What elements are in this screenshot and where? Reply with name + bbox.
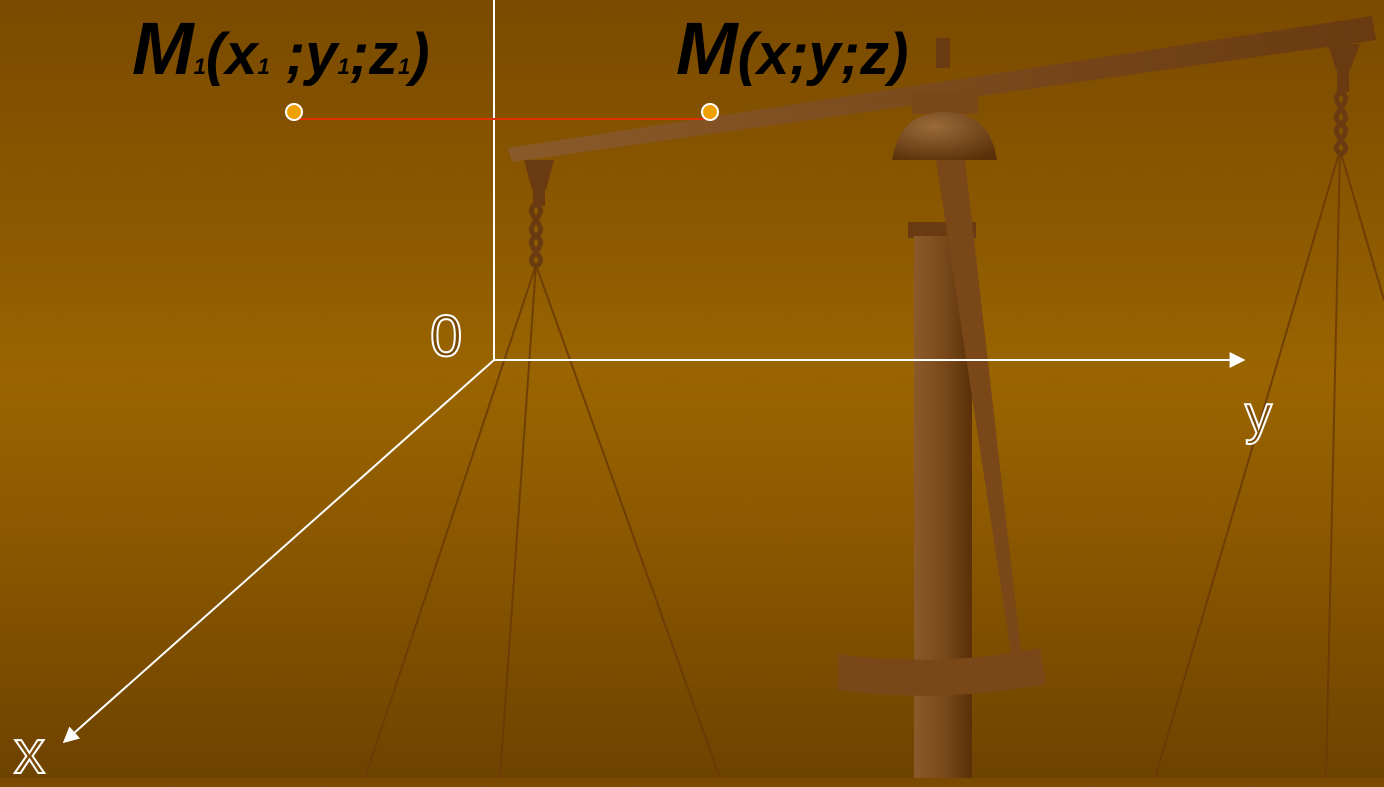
point-m: [701, 103, 719, 121]
m1-z: z: [369, 22, 399, 87]
point-m1: [285, 103, 303, 121]
balance-scale-icon: [364, 16, 1384, 778]
origin-label: 0: [429, 304, 463, 369]
m1-letter: M: [132, 7, 194, 90]
y-axis-label: y: [1244, 385, 1273, 445]
x-axis-label: x: [13, 718, 46, 787]
m1-close-paren: ): [410, 22, 430, 87]
m1-sep1: ;: [269, 22, 306, 87]
m1-y: y: [305, 22, 338, 87]
point-m-label: M(x;y;z): [676, 12, 908, 86]
m1-open-paren: (: [205, 22, 226, 87]
m-letter: M: [676, 7, 738, 90]
m1-subscript: 1: [193, 54, 206, 79]
m1-sep2: ;: [349, 22, 370, 87]
point-m1-label: M1(x1 ;y1;z1): [132, 12, 430, 86]
m1-y-subscript: 1: [337, 54, 350, 79]
m1-x: x: [225, 22, 258, 87]
x-axis: [62, 359, 495, 744]
m-coords: (x;y;z): [737, 22, 909, 87]
m1-x-subscript: 1: [257, 54, 270, 79]
m1-z-subscript: 1: [398, 54, 411, 79]
